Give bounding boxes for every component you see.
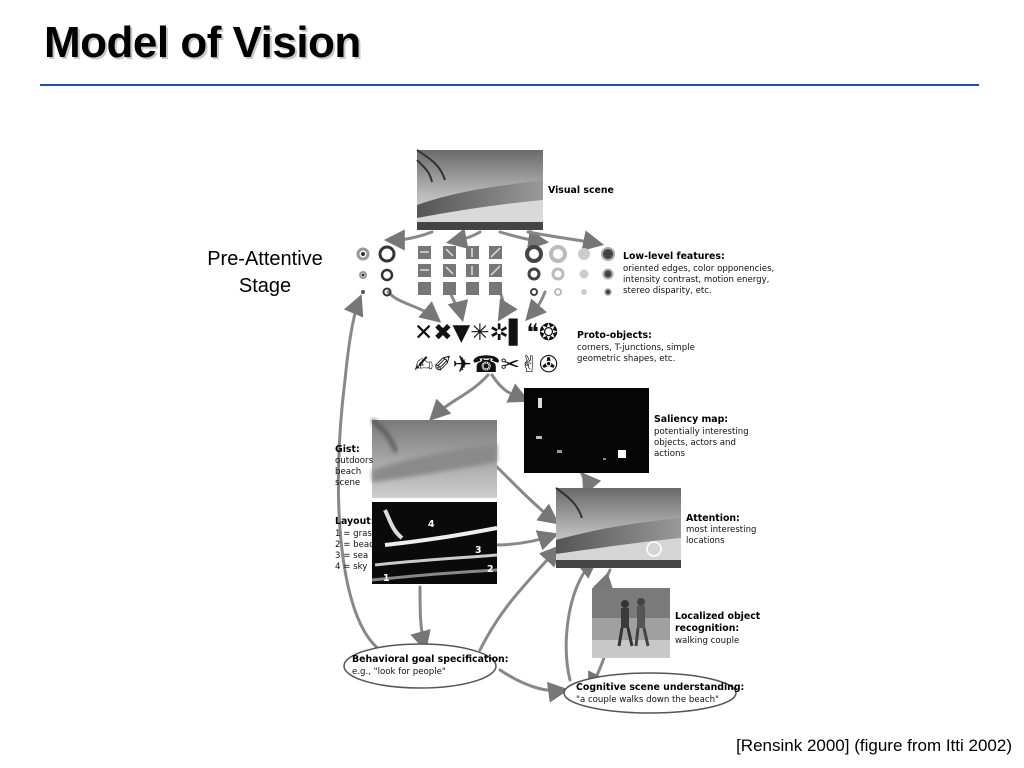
layout-image (371, 502, 498, 584)
layout-region-1: 1 (383, 573, 390, 584)
saliency-map-label: Saliency map: (654, 414, 728, 425)
attention-label: Attention: (686, 513, 740, 524)
flow-arrows (336, 228, 615, 703)
saliency-map-desc-2: objects, actors and (654, 438, 736, 448)
goal-label: Behavioral goal specification: (352, 654, 508, 665)
citation: [Rensink 2000] (figure from Itti 2002) (736, 736, 1012, 755)
layout-region-4: 4 (428, 519, 435, 530)
proto-objects-desc-1: corners, T-junctions, simple (577, 343, 695, 353)
slide-title: Model of Vision (44, 18, 361, 67)
layout-region-2: 2 (487, 564, 494, 575)
layout-desc-3: 3 = sea (335, 551, 368, 561)
layout-desc-2: 2 = beach (335, 540, 379, 550)
gist-desc-2: beach (335, 467, 361, 477)
pre-attentive-label: Pre-Attentive Stage (207, 248, 323, 297)
goal-ellipse (343, 643, 497, 689)
walking-couple-image (592, 588, 670, 658)
gist-desc-3: scene (335, 478, 360, 488)
layout-desc-4: 4 = sky (335, 562, 367, 572)
goal-desc: e.g., "look for people" (352, 667, 446, 677)
cognitive-label: Cognitive scene understanding: (576, 682, 744, 693)
gist-image (370, 418, 497, 498)
cognitive-ellipse (563, 672, 737, 714)
proto-objects-glyphs-row1: ✕✖▼✳✲▌❝❂ (414, 318, 558, 346)
attention-desc-1: most interesting (686, 525, 756, 535)
recognition-desc: walking couple (675, 636, 739, 646)
layout-desc-1: 1 = grass (335, 529, 377, 539)
visual-scene-label: Visual scene (548, 185, 614, 196)
cognitive-desc: "a couple walks down the beach" (576, 695, 719, 705)
attention-desc-2: locations (686, 536, 725, 546)
saliency-map-image (524, 388, 649, 473)
saliency-map-desc-3: actions (654, 449, 685, 459)
attention-image (555, 487, 681, 568)
saliency-map-desc-1: potentially interesting (654, 427, 749, 437)
recognition-label-2: recognition: (675, 623, 739, 634)
proto-objects-desc-2: geometric shapes, etc. (577, 354, 675, 364)
gist-desc-1: outdoors (335, 456, 374, 466)
low-level-features-label: Low-level features: (623, 251, 725, 262)
proto-objects-label: Proto-objects: (577, 330, 652, 341)
low-level-features-icons (356, 245, 615, 297)
gist-label: Gist: (335, 444, 360, 455)
low-level-features-desc-2: intensity contrast, motion energy, (623, 275, 769, 285)
low-level-features-desc-3: stereo disparity, etc. (623, 286, 712, 296)
recognition-label-1: Localized object (675, 611, 761, 622)
layout-region-3: 3 (475, 545, 482, 556)
title-underline (40, 84, 979, 86)
layout-label: Layout: (335, 516, 374, 527)
proto-objects-glyphs-row2: ✍✐✈☎✂✌✇ (414, 352, 558, 378)
low-level-features-desc-1: oriented edges, color opponencies, (623, 264, 774, 274)
visual-scene-image (416, 149, 543, 230)
